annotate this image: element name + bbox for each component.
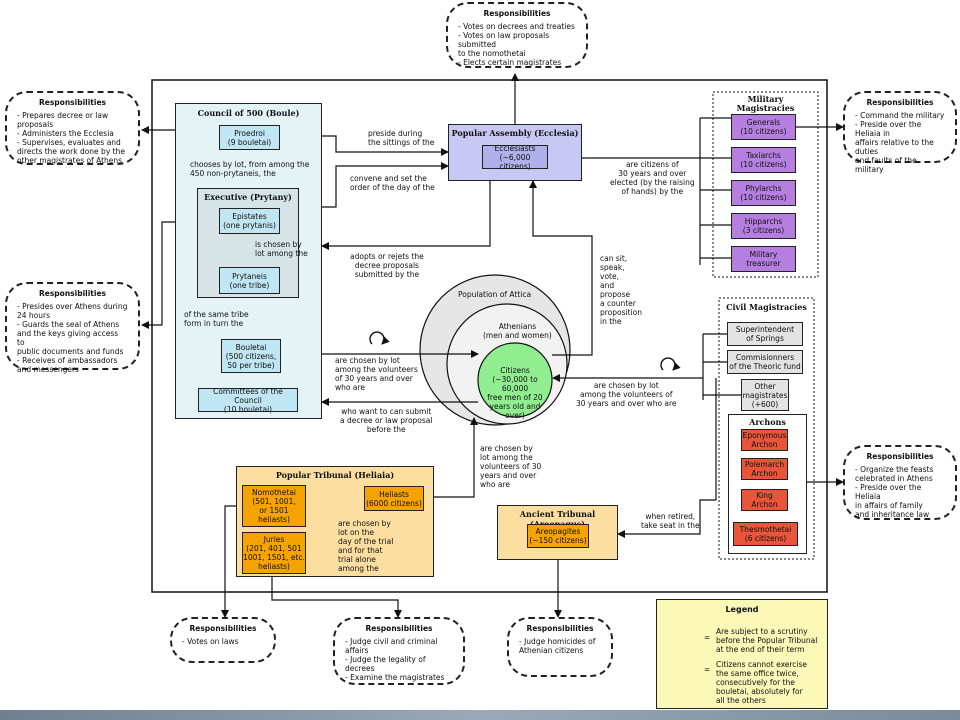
athenians-label: Athenians (men and women): [483, 322, 552, 340]
responsibility-item: - Examine the magistrates: [345, 673, 445, 682]
ecclesiasts-box: Ecclesiasts (~6,000 citizens): [482, 144, 548, 171]
commissioners-box: Commisionners of the Theoric fund: [727, 350, 803, 374]
preside-label: preside during the sittings of the: [368, 129, 435, 147]
bouletai-box: Bouletai (500 citizens, 50 per tribe): [221, 339, 281, 373]
responsibility-item: - Elects certain magistrates: [458, 58, 562, 67]
responsibility-item: - Votes on law proposals submitted to th…: [458, 31, 550, 58]
chosen-juries-label: are chosen by lot on the day of the tria…: [338, 519, 394, 573]
can-sit-label: can sit, speak, vote, and propose a coun…: [600, 254, 642, 326]
superintendent-box: Superintendent of Springs: [727, 322, 803, 346]
responsibility-item: - Judge civil and criminal affairs: [345, 637, 438, 655]
legend-eq-2: =: [704, 665, 711, 674]
legend-title: Legend: [725, 605, 759, 614]
legend-eq-1: =: [704, 633, 711, 642]
loop-icon-magistrates: [660, 357, 681, 371]
responsibility-item: - Receives of ambassadors and messengers: [17, 356, 118, 374]
responsibility-item: - Command the military: [855, 111, 945, 120]
eponymous-archon-box: Eponymous Archon: [741, 429, 788, 451]
epistates-box: Epistates (one prytanis): [219, 208, 280, 234]
military-responsibilities: Responsibilities - Command the military …: [843, 91, 957, 174]
chooses-label: chooses by lot, from among the 450 non-p…: [190, 160, 310, 178]
responsibility-item: - Prepares decree or law proposals: [17, 111, 109, 129]
assembly-title: Popular Assembly (Ecclesia): [451, 128, 579, 138]
when-retired-label: when retired, take seat in the: [641, 512, 700, 530]
chosen-heliasts-label: are chosen by lot among the volunteers o…: [480, 444, 542, 489]
archons-title: Archons: [749, 417, 786, 427]
responsibilities-title: Responsibilities: [526, 624, 594, 633]
proedroi-box: Proedroi (9 bouletai): [219, 125, 280, 150]
responsibility-item: - Judge the legality of decrees: [345, 655, 426, 673]
chosen-prytaneis-label: is chosen by lot among the: [255, 240, 308, 258]
juries-responsibilities: Responsibilities - Judge civil and crimi…: [333, 617, 465, 685]
boule-title: Council of 500 (Boule): [197, 108, 300, 118]
who-want-label: who want to can submit a decree or law p…: [340, 407, 433, 434]
prytany-responsibilities: Responsibilities - Presides over Athens …: [5, 282, 140, 374]
attica-label: Population of Attica: [458, 290, 532, 299]
civil-dotted-frame: [718, 297, 815, 560]
loop-icon-bouletai: [369, 331, 390, 345]
convene-label: convene and set the order of the day of …: [350, 174, 435, 192]
same-tribe-label: of the same tribe form in turn the: [184, 310, 249, 328]
juries-box: Juries (201, 401, 501 1001, 1501, etc. h…: [242, 532, 306, 574]
responsibility-item: - Administers the Ecclesia: [17, 129, 114, 138]
responsibility-item: - Organize the feasts celebrated in Athe…: [855, 465, 934, 483]
responsibilities-title: Responsibilities: [38, 289, 106, 298]
heliasts-box: Heliasts (6000 citizens): [364, 486, 424, 511]
responsibilities-title: Responsibilities: [866, 452, 934, 461]
heliaia-title: Popular Tribunal (Heliaia): [275, 470, 395, 480]
military-title: Military Magistracies: [736, 94, 795, 113]
responsibility-item: - Votes on laws: [182, 637, 239, 646]
nomothetai-responsibilities: Responsibilities - Votes on laws: [170, 617, 276, 663]
polemarch-archon-box: Polemarch Archon: [741, 458, 788, 480]
thesmothetai-box: Thesmothetai (6 citizens): [733, 522, 798, 546]
legend-item-2: Citizens cannot exercise the same office…: [716, 660, 808, 705]
chosen-magistrates-label: are chosen by lot among the volunteers o…: [576, 381, 677, 408]
chosen-bouletai-label: are chosen by lot among the volunteers o…: [335, 356, 418, 392]
responsibility-item: - Supervises, evaluates and directs the …: [17, 138, 125, 165]
areopagites-box: Areopagites (~150 citizens): [527, 524, 589, 548]
hipparchs-box: Hipparchs (3 citizens): [731, 213, 796, 239]
assembly-responsibilities: Responsibilities - Votes on decrees and …: [446, 2, 588, 68]
king-archon-box: King Archon: [741, 489, 788, 511]
treasurer-box: Military treasurer: [731, 246, 796, 272]
assembly-section: Popular Assembly (Ecclesia): [448, 124, 582, 181]
responsibilities-title: Responsibilities: [365, 624, 433, 633]
legend-item-1: Are subject to a scrutiny before the Pop…: [716, 627, 818, 654]
responsibilities-title: Responsibilities: [38, 98, 106, 107]
legend: Legend: [656, 599, 828, 709]
committees-box: Committees of the Council (10 bouletai): [198, 387, 298, 414]
other-magistrates-box: Other magistrates (+600): [741, 379, 789, 411]
areopagus-responsibilities: Responsibilities - Judge homicides of At…: [507, 617, 613, 677]
civil-responsibilities: Responsibilities - Organize the feasts c…: [843, 445, 957, 520]
generals-box: Generals (10 citizens): [731, 114, 796, 140]
boule-responsibilities: Responsibilities - Prepares decree or la…: [5, 91, 140, 165]
nomothetai-box: Nomothetai (501, 1001, or 1501 heliasts): [242, 485, 306, 527]
responsibility-item: - Presides over Athens during 24 hours: [17, 302, 128, 320]
footer-bar: [0, 710, 960, 720]
prytaneis-box: Prytaneis (one tribe): [219, 267, 280, 294]
civil-title: Civil Magistracies: [726, 302, 807, 312]
phylarchs-box: Phylarchs (10 citizens): [731, 180, 796, 206]
responsibility-item: - Preside over the Heliaia in affairs re…: [855, 120, 934, 174]
are-citizens-label: are citizens of 30 years and over electe…: [610, 160, 695, 196]
adopts-label: adopts or rejets the decree proposals su…: [350, 252, 424, 279]
responsibilities-title: Responsibilities: [189, 624, 257, 633]
military-dotted-frame: [712, 91, 819, 278]
executive-title: Executive (Prytany): [204, 192, 292, 202]
responsibilities-title: Responsibilities: [866, 98, 934, 107]
responsibility-item: - Judge homicides of Athenian citizens: [519, 637, 596, 655]
responsibility-item: - Guards the seal of Athens and the keys…: [17, 320, 124, 356]
citizens-label: Citizens (~30,000 to 60,000 free men of …: [487, 366, 543, 420]
taxiarchs-box: Taxiarchs (10 citizens): [731, 147, 796, 173]
responsibility-item: - Votes on decrees and treaties: [458, 22, 575, 31]
main-frame: [151, 79, 828, 593]
responsibilities-title: Responsibilities: [483, 9, 551, 18]
responsibility-item: - Preside over the Heliaia in affairs of…: [855, 483, 930, 519]
